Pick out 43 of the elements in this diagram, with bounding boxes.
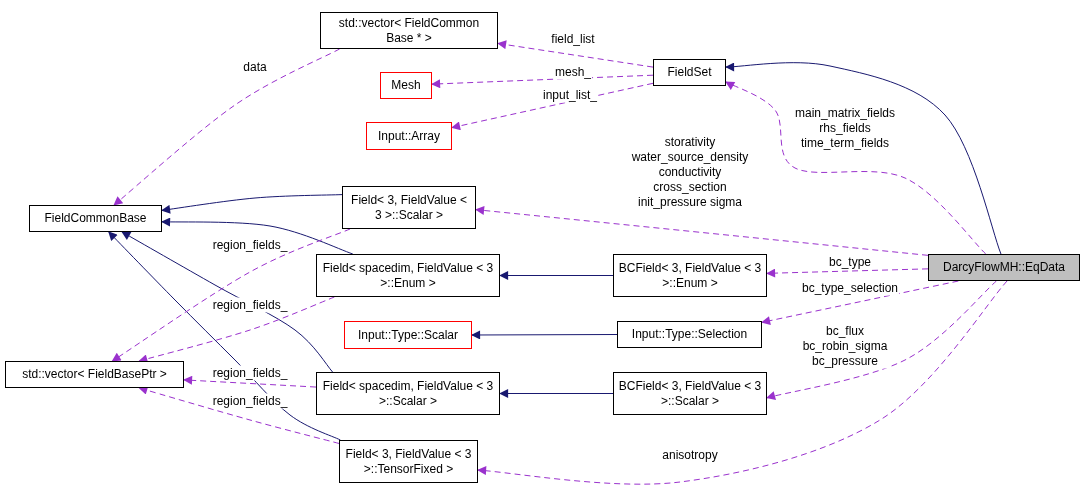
edge-label: mesh_ bbox=[554, 64, 592, 80]
edge-label: field_list bbox=[550, 31, 596, 47]
class-box: Mesh bbox=[380, 72, 432, 99]
usage-arrow bbox=[761, 280, 959, 326]
inheritance-arrow bbox=[499, 389, 614, 398]
class-box: Input::Type::Scalar bbox=[344, 321, 472, 349]
usage-arrow bbox=[497, 40, 654, 68]
edge-label: region_fields_ bbox=[211, 297, 289, 313]
usage-arrow bbox=[451, 82, 654, 131]
inheritance-arrow bbox=[161, 217, 354, 255]
usage-arrow bbox=[475, 206, 929, 256]
inheritance-arrow bbox=[499, 271, 614, 280]
edge-label: region_fields_ bbox=[211, 393, 289, 409]
usage-arrow bbox=[766, 280, 997, 401]
edge-label: region_fields_ bbox=[211, 237, 289, 253]
usage-arrow bbox=[183, 375, 317, 388]
usage-arrow bbox=[766, 268, 929, 278]
class-box: std::vector< FieldBasePtr > bbox=[5, 361, 184, 388]
usage-arrow bbox=[113, 48, 341, 206]
class-box: BCField< 3, FieldValue < 3 >::Scalar > bbox=[613, 372, 767, 415]
edge-label: storativity water_source_density conductivity cross_section init_pressure sigma bbox=[630, 134, 750, 210]
inheritance-arrow bbox=[471, 330, 618, 340]
class-box: BCField< 3, FieldValue < 3 >::Enum > bbox=[613, 254, 767, 297]
usage-arrow bbox=[431, 74, 654, 89]
class-box: FieldCommonBase bbox=[29, 205, 162, 232]
class-box: Field< spacedim, FieldValue < 3 >::Scalar > bbox=[316, 372, 500, 415]
class-box: std::vector< FieldCommon Base * > bbox=[320, 12, 498, 49]
usage-arrow bbox=[111, 228, 351, 362]
inheritance-arrow bbox=[161, 194, 343, 214]
edge-label: region_fields_ bbox=[211, 365, 289, 381]
edge-label: input_list_ bbox=[542, 87, 598, 103]
edge-label: bc_flux bc_robin_sigma bc_pressure bbox=[801, 323, 889, 369]
class-box: Field< 3, FieldValue < 3 >::TensorFixed > bbox=[339, 440, 478, 483]
edge-label: bc_type bbox=[828, 254, 872, 270]
class-box: Input::Type::Selection bbox=[617, 321, 762, 348]
usage-arrow bbox=[477, 280, 1008, 485]
class-box: Input::Array bbox=[366, 122, 452, 150]
class-box: DarcyFlowMH::EqData bbox=[928, 254, 1080, 281]
class-box: Field< 3, FieldValue < 3 >::Scalar > bbox=[342, 186, 476, 229]
class-box: Field< spacedim, FieldValue < 3 >::Enum > bbox=[316, 254, 500, 297]
class-box: FieldSet bbox=[653, 59, 726, 86]
edge-label: anisotropy bbox=[661, 447, 719, 463]
edge-label: main_matrix_fields rhs_fields time_term_fields bbox=[794, 105, 896, 151]
